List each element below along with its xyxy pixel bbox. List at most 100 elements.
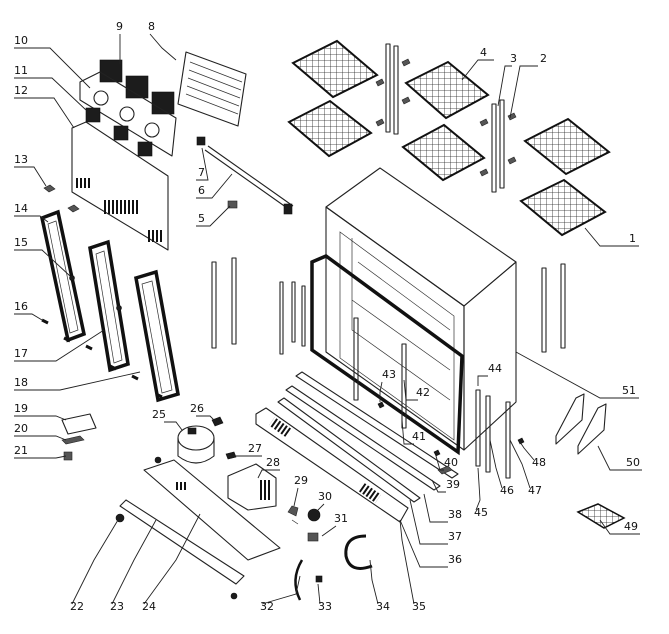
side-post — [485, 395, 491, 473]
callout-leader-12 — [14, 97, 75, 129]
terminal-block — [307, 532, 319, 542]
callout-leader-8 — [149, 33, 177, 61]
callout-label-3: 3 — [510, 52, 517, 65]
callout-label-12: 12 — [14, 84, 28, 97]
rear-panel-vent — [76, 178, 90, 188]
callout-label-41: 41 — [412, 430, 426, 443]
light-holder — [196, 136, 206, 146]
callout-leader-6 — [196, 173, 233, 199]
callout-label-5: 5 — [198, 212, 205, 225]
callout-leader-22 — [71, 519, 119, 605]
callout-leader-23 — [111, 519, 157, 605]
callout-label-49: 49 — [624, 520, 638, 533]
door-lock — [116, 305, 122, 311]
hinge-plate — [437, 465, 453, 475]
callout-label-6: 6 — [198, 184, 205, 197]
callout-leader-51 — [515, 351, 639, 399]
fan-hole — [144, 122, 160, 138]
callout-label-48: 48 — [532, 456, 546, 469]
callout-leader-25 — [164, 421, 183, 431]
callout-leader-29 — [293, 487, 299, 507]
callout-leader-18 — [14, 371, 141, 391]
callout-leader-4 — [461, 59, 494, 81]
label-plate — [61, 413, 97, 435]
side-post — [505, 401, 511, 479]
callout-leader-3 — [497, 65, 512, 107]
thermostat — [287, 505, 299, 525]
base-plate — [143, 459, 281, 561]
callout-leader-24 — [143, 513, 201, 605]
callout-label-17: 17 — [14, 347, 28, 360]
power-cord — [344, 534, 373, 570]
compressor — [177, 425, 215, 464]
bracket-angle — [577, 403, 607, 455]
callout-label-30: 30 — [318, 490, 332, 503]
callout-leader-31 — [321, 525, 337, 537]
callout-leader-33 — [317, 583, 321, 605]
callout-label-15: 15 — [14, 236, 28, 249]
callout-leader-36 — [399, 519, 448, 568]
wire-shelf — [291, 39, 379, 99]
callout-label-35: 35 — [412, 600, 426, 613]
glass-door — [88, 239, 130, 373]
callout-label-28: 28 — [266, 456, 280, 469]
callout-label-31: 31 — [334, 512, 348, 525]
callout-leader-43 — [379, 381, 383, 402]
callout-label-27: 27 — [248, 442, 262, 455]
drip-tray — [576, 503, 626, 529]
callout-leader-41 — [401, 419, 414, 445]
electrical-box — [227, 463, 277, 511]
callout-label-45: 45 — [474, 506, 488, 519]
shelf-standard-group-mid — [211, 257, 566, 429]
callout-leader-49 — [599, 519, 640, 535]
condenser-fans — [99, 59, 175, 115]
shelf-clip — [375, 58, 411, 127]
callout-leader-13 — [14, 166, 47, 187]
callout-label-10: 10 — [14, 34, 28, 47]
callout-label-4: 4 — [480, 46, 487, 59]
drain-hose — [294, 559, 304, 601]
electrical-box-vent — [258, 480, 270, 500]
cabinet-body — [310, 167, 517, 456]
callout-leader-28 — [257, 469, 280, 479]
fan-hole — [93, 90, 109, 106]
callout-label-39: 39 — [446, 478, 460, 491]
callout-leader-48 — [519, 441, 535, 461]
fan — [99, 59, 123, 83]
rear-panel-fans — [85, 107, 153, 157]
callout-label-19: 19 — [14, 402, 28, 415]
callout-label-29: 29 — [294, 474, 308, 487]
wire-shelf — [523, 117, 611, 176]
base-channel — [119, 499, 245, 585]
rear-panel — [71, 121, 169, 251]
wire-shelf — [287, 99, 373, 158]
callout-label-33: 33 — [318, 600, 332, 613]
wire-shelf — [519, 178, 607, 237]
capacitor — [211, 416, 224, 427]
callout-label-40: 40 — [444, 456, 458, 469]
bottom-rail — [277, 397, 421, 503]
shelf-standard-group-upper — [375, 43, 517, 193]
callout-label-1: 1 — [629, 232, 636, 245]
callout-leader-2 — [509, 65, 538, 119]
callout-leader-30 — [317, 503, 325, 511]
light-switch — [227, 200, 238, 209]
callout-label-43: 43 — [382, 368, 396, 381]
callout-label-50: 50 — [626, 456, 640, 469]
callout-leader-1 — [584, 227, 639, 247]
grille-vent — [268, 417, 292, 437]
callout-leader-5 — [196, 205, 231, 227]
grille-vent — [358, 483, 382, 503]
callout-leader-32 — [261, 575, 301, 605]
bracket — [43, 184, 80, 213]
door-frame — [310, 253, 464, 456]
rear-panel-vent — [148, 230, 162, 242]
foot — [154, 456, 162, 464]
callout-label-23: 23 — [110, 600, 124, 613]
bracket-angle — [555, 393, 585, 445]
callout-label-34: 34 — [376, 600, 390, 613]
wire-shelf — [401, 123, 486, 182]
wire-shelf — [404, 60, 490, 120]
